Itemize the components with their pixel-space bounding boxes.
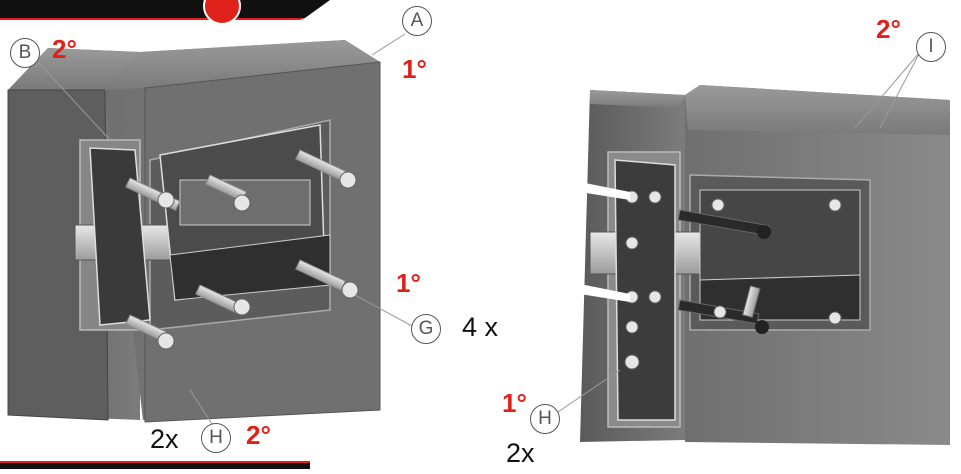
step-label-a: 1° bbox=[402, 54, 427, 84]
header-tab-bottom bbox=[0, 461, 310, 469]
step-label-h-right: 1° bbox=[502, 388, 527, 418]
step-label-g: 1° bbox=[396, 268, 421, 298]
callout-h-right: H bbox=[530, 404, 560, 434]
callout-b: B bbox=[10, 38, 40, 68]
callout-a: A bbox=[402, 6, 432, 36]
callout-g: G bbox=[411, 314, 441, 344]
step-label-i: 2° bbox=[876, 14, 901, 44]
step-label-h-left: 2° bbox=[246, 420, 271, 450]
quantity-h-right: 2x bbox=[506, 438, 535, 468]
header-tab-top bbox=[0, 0, 330, 25]
left-assembly bbox=[7, 33, 413, 425]
callout-h-left: H bbox=[201, 423, 231, 453]
callout-i: I bbox=[916, 32, 946, 62]
right-assembly bbox=[554, 51, 950, 445]
quantity-h-left: 2x bbox=[150, 424, 179, 454]
step-label-b: 2° bbox=[52, 34, 77, 64]
quantity-g: 4 x bbox=[462, 312, 499, 342]
